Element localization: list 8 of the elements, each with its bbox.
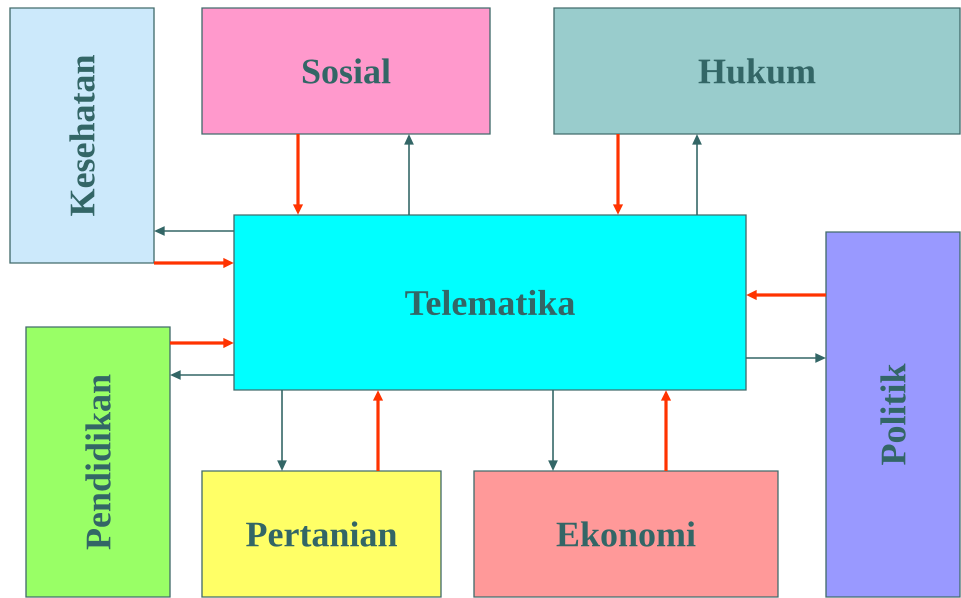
- sector-box: Ekonomi: [473, 470, 779, 598]
- sector-box: Politik: [825, 231, 961, 598]
- sector-box: Pertanian: [201, 470, 442, 598]
- sector-box: Pendidikan: [25, 326, 171, 598]
- sector-box: Telematika: [233, 214, 747, 391]
- sector-box: Kesehatan: [9, 7, 155, 264]
- sector-box: Sosial: [201, 7, 491, 135]
- sector-box: Hukum: [553, 7, 961, 135]
